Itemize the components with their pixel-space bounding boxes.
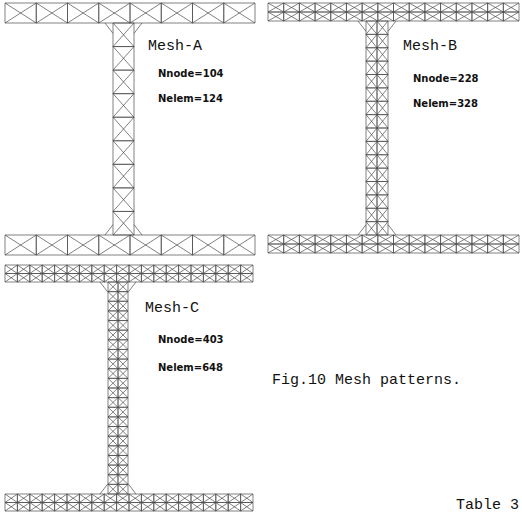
mesh-name: Mesh-A xyxy=(148,38,202,55)
figure-caption: Fig.10 Mesh patterns. xyxy=(272,372,461,389)
i-beam-mesh xyxy=(5,265,253,511)
mesh-name: Mesh-C xyxy=(145,300,199,317)
node-count: Nnode=403 xyxy=(158,334,224,345)
element-count: Nelem=648 xyxy=(158,362,223,373)
node-count: Nnode=228 xyxy=(413,73,479,84)
element-count: Nelem=328 xyxy=(413,98,478,109)
element-count: Nelem=124 xyxy=(158,93,223,104)
mesh-name: Mesh-B xyxy=(403,38,457,55)
table-heading: Table 3 xyxy=(456,497,519,514)
i-beam-mesh xyxy=(268,3,519,253)
node-count: Nnode=104 xyxy=(158,68,224,79)
i-beam-mesh xyxy=(5,3,255,255)
